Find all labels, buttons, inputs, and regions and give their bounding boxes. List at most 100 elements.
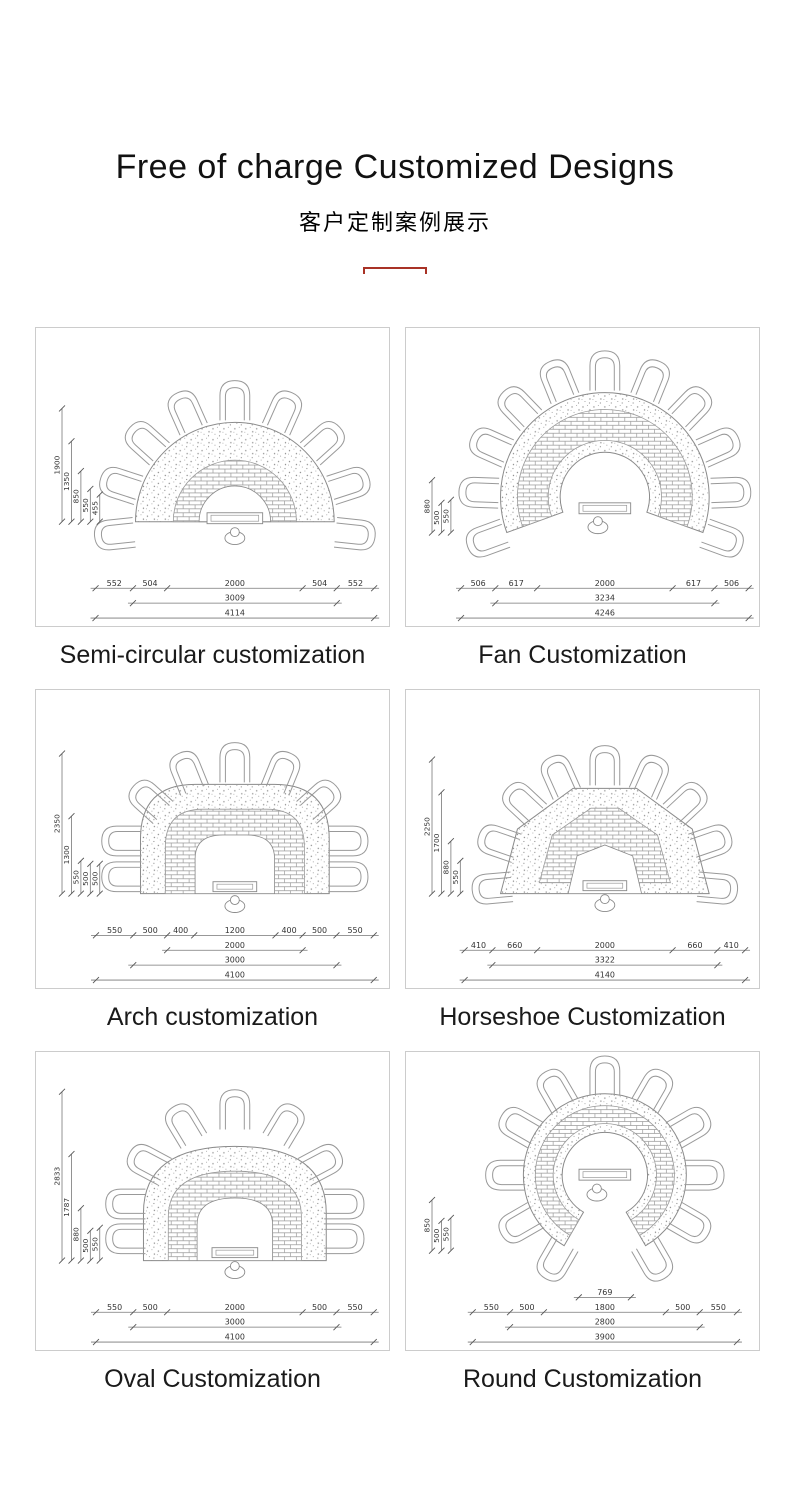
panel-caption: Arch customization xyxy=(106,1003,319,1031)
svg-text:1800: 1800 xyxy=(595,1303,615,1312)
svg-text:500: 500 xyxy=(143,926,158,935)
panel-caption: Horseshoe Customization xyxy=(439,1003,726,1031)
svg-text:550: 550 xyxy=(348,1303,363,1312)
svg-text:880: 880 xyxy=(441,860,450,874)
svg-text:4100: 4100 xyxy=(225,1333,245,1342)
svg-text:504: 504 xyxy=(312,579,327,588)
svg-text:617: 617 xyxy=(686,579,701,588)
svg-text:3000: 3000 xyxy=(225,1318,245,1327)
svg-text:3900: 3900 xyxy=(595,1333,615,1342)
svg-text:2250: 2250 xyxy=(423,817,432,836)
svg-text:500: 500 xyxy=(432,510,441,524)
svg-text:500: 500 xyxy=(675,1303,690,1312)
panel-caption: Oval Customization xyxy=(104,1365,321,1393)
svg-text:506: 506 xyxy=(724,579,739,588)
svg-text:550: 550 xyxy=(451,870,460,884)
svg-text:550: 550 xyxy=(348,926,363,935)
panel-caption: Round Customization xyxy=(462,1365,702,1393)
svg-text:850: 850 xyxy=(71,489,80,503)
svg-text:3000: 3000 xyxy=(225,956,245,965)
svg-text:500: 500 xyxy=(312,926,327,935)
svg-text:3234: 3234 xyxy=(595,594,615,603)
svg-text:1300: 1300 xyxy=(62,845,71,864)
svg-text:550: 550 xyxy=(484,1303,499,1312)
svg-text:4114: 4114 xyxy=(225,609,245,618)
svg-text:500: 500 xyxy=(81,1238,90,1252)
svg-text:1900: 1900 xyxy=(53,455,62,474)
svg-text:3322: 3322 xyxy=(595,956,615,965)
svg-text:550: 550 xyxy=(711,1303,726,1312)
svg-text:880: 880 xyxy=(423,499,432,513)
svg-text:400: 400 xyxy=(281,926,296,935)
svg-text:400: 400 xyxy=(173,926,188,935)
svg-text:4140: 4140 xyxy=(595,971,615,980)
svg-text:617: 617 xyxy=(509,579,524,588)
svg-text:2833: 2833 xyxy=(53,1166,62,1185)
svg-text:4100: 4100 xyxy=(225,971,245,980)
svg-text:1200: 1200 xyxy=(225,926,245,935)
red-divider xyxy=(363,267,427,274)
customized-designs-section: Free of charge Customized Designs 客户定制案例… xyxy=(35,148,760,1413)
svg-text:2000: 2000 xyxy=(225,579,245,588)
svg-text:1350: 1350 xyxy=(62,472,71,491)
svg-text:850: 850 xyxy=(423,1218,432,1232)
section-title: Free of charge Customized Designs xyxy=(115,148,675,186)
svg-text:880: 880 xyxy=(71,1227,80,1241)
svg-text:550: 550 xyxy=(441,1227,450,1241)
svg-text:500: 500 xyxy=(519,1303,534,1312)
svg-text:500: 500 xyxy=(312,1303,327,1312)
svg-text:660: 660 xyxy=(687,941,702,950)
svg-text:500: 500 xyxy=(432,1228,441,1242)
svg-text:769: 769 xyxy=(597,1288,612,1297)
svg-text:552: 552 xyxy=(107,579,122,588)
svg-text:504: 504 xyxy=(142,579,157,588)
svg-text:550: 550 xyxy=(71,870,80,884)
svg-text:550: 550 xyxy=(90,1237,99,1251)
svg-text:4246: 4246 xyxy=(595,609,615,618)
svg-text:2000: 2000 xyxy=(595,579,615,588)
svg-text:3009: 3009 xyxy=(225,594,245,603)
svg-text:2000: 2000 xyxy=(225,1303,245,1312)
svg-text:1700: 1700 xyxy=(432,833,441,852)
svg-text:1787: 1787 xyxy=(62,1198,71,1217)
svg-text:550: 550 xyxy=(441,509,450,523)
svg-text:2350: 2350 xyxy=(53,814,62,833)
panel-caption: Semi-circular customization xyxy=(59,641,366,669)
svg-text:500: 500 xyxy=(90,871,99,885)
svg-text:2800: 2800 xyxy=(595,1318,615,1327)
svg-text:550: 550 xyxy=(107,1303,122,1312)
svg-text:410: 410 xyxy=(724,941,739,950)
svg-text:2000: 2000 xyxy=(595,941,615,950)
svg-text:2000: 2000 xyxy=(225,941,245,950)
svg-text:500: 500 xyxy=(81,871,90,885)
panel-caption: Fan Customization xyxy=(478,641,687,669)
svg-text:552: 552 xyxy=(348,579,363,588)
svg-text:500: 500 xyxy=(143,1303,158,1312)
svg-text:660: 660 xyxy=(507,941,522,950)
svg-text:410: 410 xyxy=(471,941,486,950)
svg-text:506: 506 xyxy=(471,579,486,588)
section-subtitle: 客户定制案例展示 xyxy=(298,210,491,235)
svg-text:550: 550 xyxy=(107,926,122,935)
svg-text:455: 455 xyxy=(90,501,99,515)
svg-text:550: 550 xyxy=(81,498,90,512)
